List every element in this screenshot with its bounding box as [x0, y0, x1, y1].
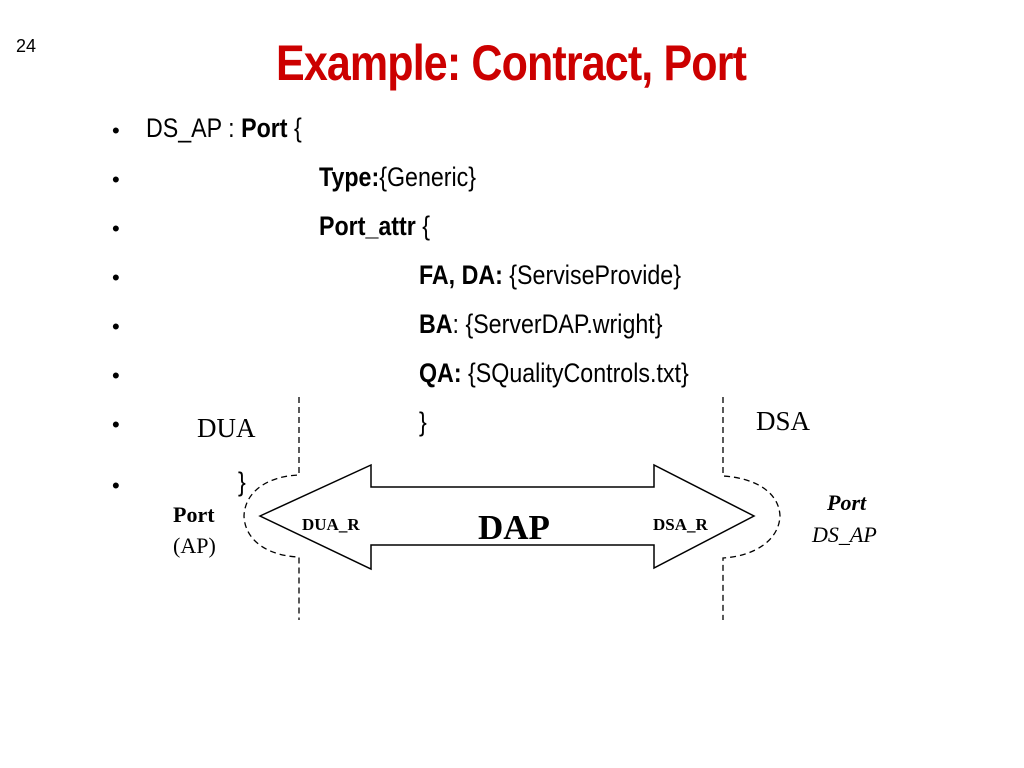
code-line-ba: BA: {ServerDAP.wright} [419, 309, 662, 340]
code-text: {Generic} [379, 162, 477, 192]
code-line-fa-da: FA, DA: {ServiseProvide} [419, 260, 681, 291]
code-line-port-attr: Port_attr { [319, 211, 430, 242]
dua-role-label: DUA_R [302, 515, 360, 534]
code-line-close-port: } [238, 467, 246, 498]
code-keyword: QA: [419, 358, 462, 388]
code-text: {SQualityControls.txt} [461, 358, 689, 388]
code-text: } [419, 407, 427, 437]
dap-label: DAP [478, 508, 550, 547]
slide-number: 24 [16, 36, 37, 56]
dap-connector-arrow [258, 463, 756, 571]
code-keyword: Type: [319, 162, 380, 192]
code-text: {ServiseProvide} [502, 260, 681, 290]
code-text: { [415, 211, 430, 241]
dua-label: DUA [197, 413, 256, 443]
code-keyword: BA [419, 309, 453, 339]
bullet: • [112, 363, 120, 388]
dsa-label: DSA [756, 406, 811, 436]
code-line-close-attr: } [419, 407, 427, 438]
code-keyword: Port_attr [319, 211, 416, 241]
code-text: { [287, 113, 302, 143]
code-line-port-decl: DS_AP : Port { [146, 113, 302, 144]
code-line-type: Type:{Generic} [319, 162, 476, 193]
bullet: • [112, 314, 120, 339]
dua-boundary [243, 397, 300, 620]
left-port-name: (AP) [173, 533, 216, 558]
right-port-name: DS_AP [811, 522, 877, 547]
bullet: • [112, 412, 120, 437]
bullet: • [112, 118, 120, 143]
dsa-boundary [722, 397, 781, 620]
left-port-title: Port [173, 502, 215, 527]
code-keyword: FA, DA: [419, 260, 503, 290]
dsa-role-label: DSA_R [653, 515, 709, 534]
code-text: DS_AP : [146, 113, 242, 143]
bullet: • [112, 265, 120, 290]
code-line-qa: QA: {SQualityControls.txt} [419, 358, 689, 389]
code-text: : {ServerDAP.wright} [452, 309, 663, 339]
code-keyword: Port [241, 113, 288, 143]
bullet: • [112, 167, 120, 192]
bullet: • [112, 473, 120, 498]
right-port-title: Port [826, 490, 867, 515]
bullet: • [112, 216, 120, 241]
code-text: } [238, 467, 246, 497]
slide-title: Example: Contract, Port [275, 35, 747, 91]
